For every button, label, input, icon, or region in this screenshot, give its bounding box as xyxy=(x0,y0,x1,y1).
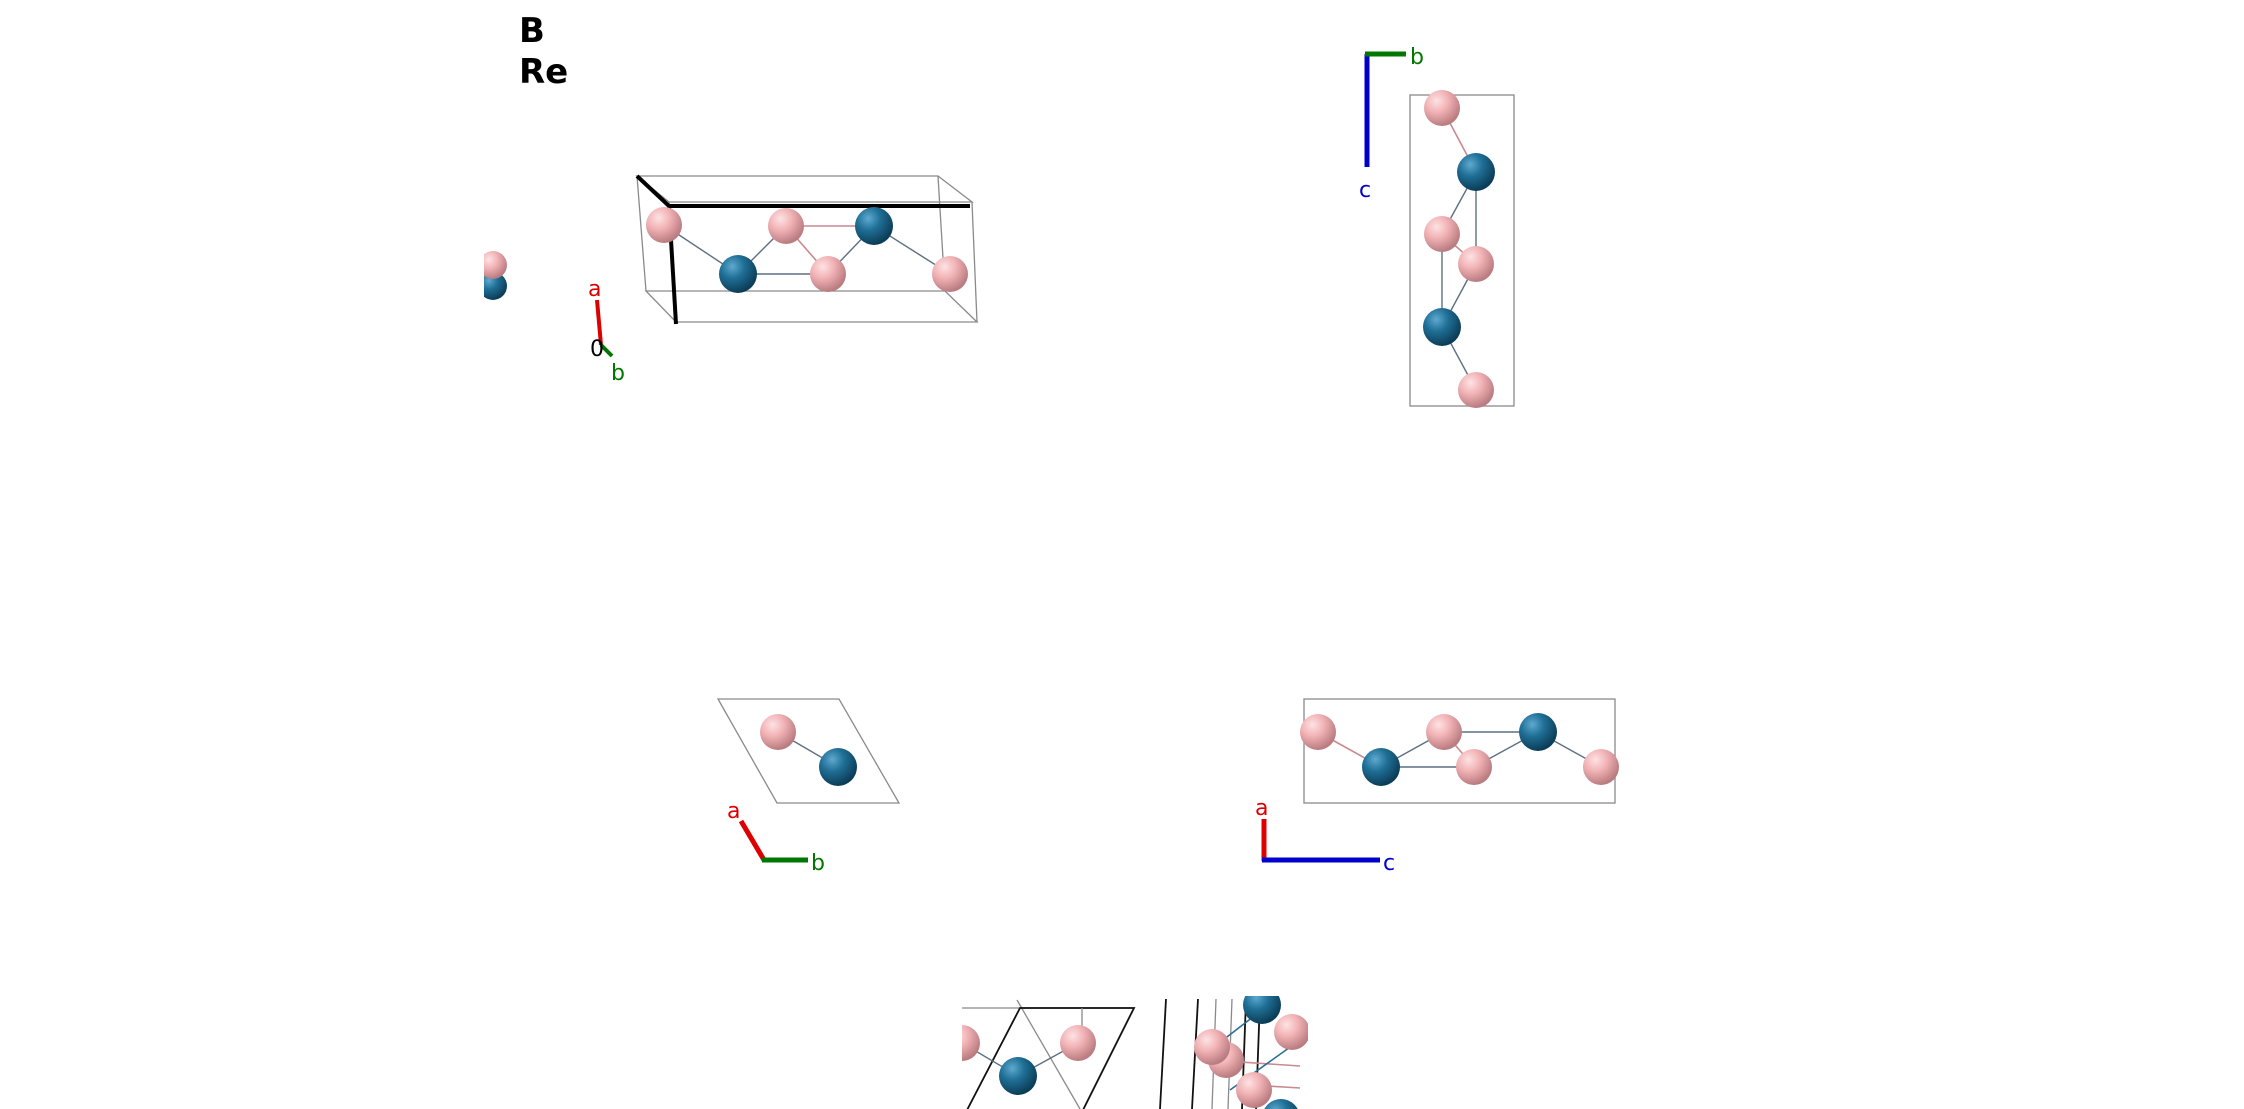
atom-b xyxy=(1194,1029,1230,1065)
axis-b-label: b xyxy=(611,361,625,386)
atom-re xyxy=(999,1057,1037,1095)
axis-a-line xyxy=(738,819,767,862)
atom-b xyxy=(1300,714,1336,750)
axis-line-bold-1 xyxy=(635,174,671,208)
atom-b xyxy=(1060,1025,1096,1061)
atom-re xyxy=(1519,713,1557,751)
atom-re xyxy=(484,272,507,300)
unit-cell xyxy=(1409,94,1515,407)
axis-c-label: c xyxy=(1383,851,1395,876)
axis-c-label: c xyxy=(1359,178,1371,203)
unit-cell xyxy=(1303,698,1616,804)
atom-b xyxy=(962,1025,980,1061)
view-ac-projection: a c xyxy=(1255,698,1619,876)
atom-b xyxy=(1456,749,1492,785)
atom-b xyxy=(1274,1014,1308,1050)
cell-bottom-face xyxy=(644,290,979,323)
unit-cell xyxy=(716,698,901,804)
legend-element-re: Re xyxy=(519,52,568,92)
atom-b xyxy=(1458,246,1494,282)
view-ab-projection: a b xyxy=(716,698,901,876)
atom-b xyxy=(484,251,507,279)
view-bc-projection: b c xyxy=(1359,45,1515,408)
atom-re xyxy=(855,207,893,245)
view-supercell-left xyxy=(962,999,1136,1109)
cell-top-face xyxy=(635,175,974,203)
atom-re xyxy=(819,748,857,786)
atom-b xyxy=(1424,90,1460,126)
axis-b-label: b xyxy=(1410,45,1424,70)
atom-re xyxy=(1243,996,1281,1024)
atom-b xyxy=(1424,216,1460,252)
atom-b xyxy=(768,208,804,244)
axis-origin-label: 0 xyxy=(590,337,604,362)
atom-b xyxy=(760,714,796,750)
atom-re xyxy=(1264,1099,1298,1109)
axis-a-line xyxy=(595,299,603,346)
axis-a-label: a xyxy=(1255,796,1268,821)
axis-a-label: a xyxy=(727,799,740,824)
atom-re xyxy=(1423,308,1461,346)
atom-re xyxy=(1457,153,1495,191)
atom-re xyxy=(1362,748,1400,786)
atom-re xyxy=(719,255,757,293)
atom-b xyxy=(646,207,682,243)
view-perspective: a 0 b xyxy=(484,174,979,386)
view-supercell-right xyxy=(1159,996,1308,1109)
legend-element-b: B xyxy=(519,11,545,51)
atom-b xyxy=(1458,372,1494,408)
atom-b xyxy=(932,256,968,292)
atom-b xyxy=(1426,714,1462,750)
axis-a-label: a xyxy=(588,277,601,302)
axis-b-line xyxy=(599,343,614,358)
atom-b xyxy=(1583,749,1619,785)
atom-b xyxy=(810,256,846,292)
axis-b-label: b xyxy=(811,851,825,876)
atom-b xyxy=(1236,1072,1272,1108)
